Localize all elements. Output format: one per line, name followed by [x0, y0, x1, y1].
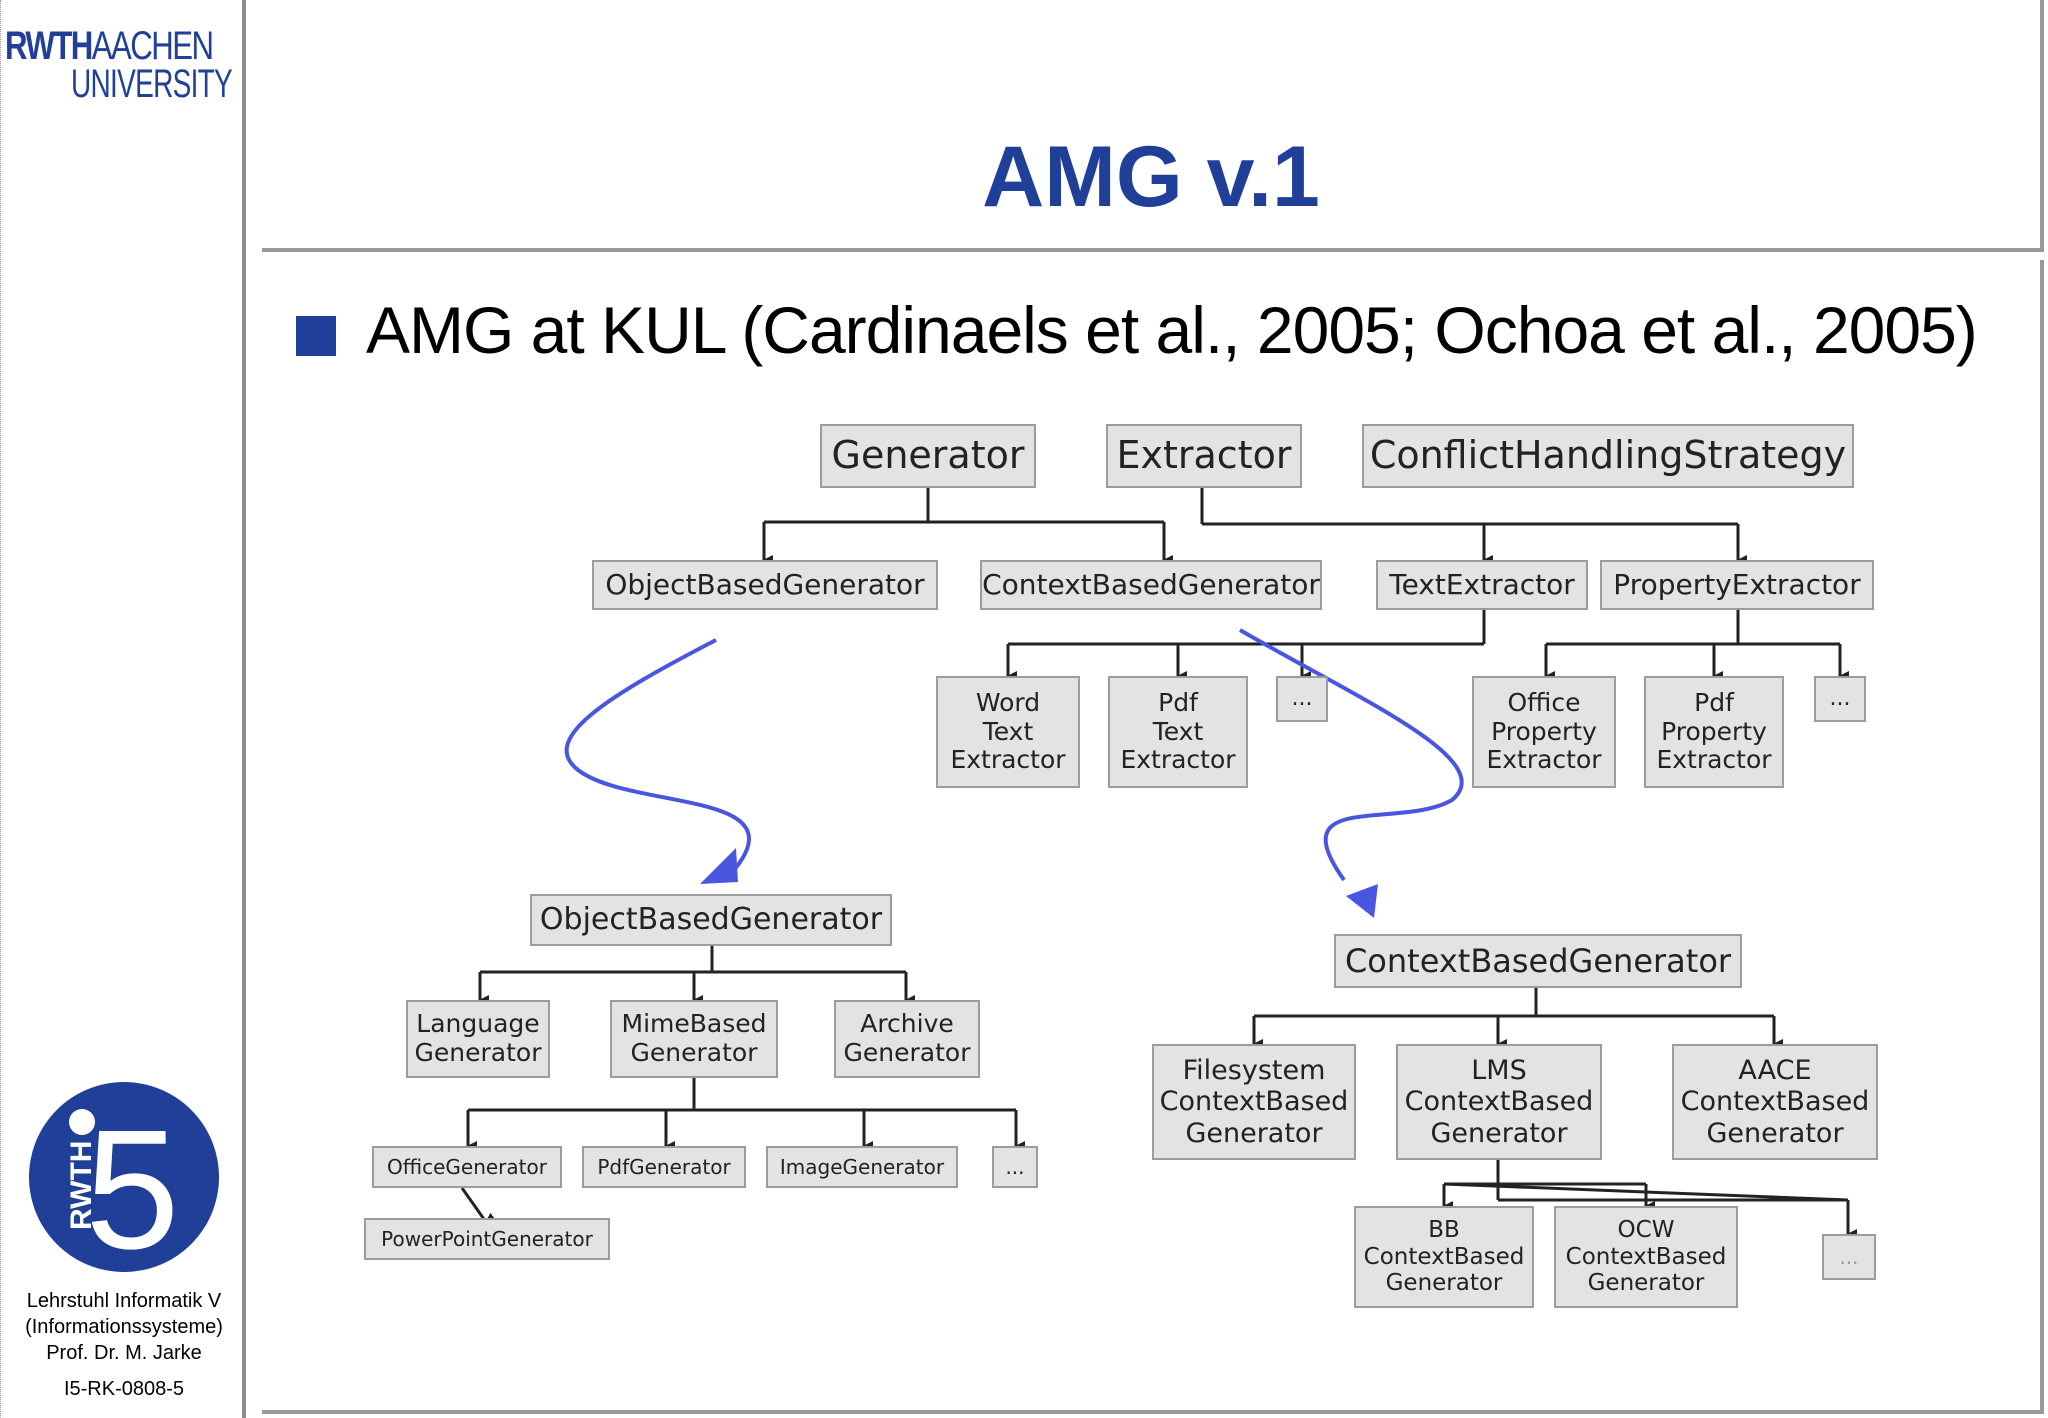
node-extractor: Extractor — [1106, 424, 1302, 488]
node-archive-generator: Archive Generator — [834, 1000, 980, 1078]
node-ocw-generator: OCW ContextBased Generator — [1554, 1206, 1738, 1308]
refinement-arrows — [564, 628, 1464, 918]
node-image-generator: ImageGenerator — [766, 1146, 958, 1188]
node-lms-generator-more: ... — [1822, 1234, 1876, 1280]
node-mime-generator-more: ... — [992, 1146, 1038, 1188]
i5-badge-icon: RWTH 5 — [29, 1082, 219, 1274]
node-object-based-generator-detail: ObjectBasedGenerator — [530, 894, 892, 946]
rwth-logo: RWTHAACHEN UNIVERSITY — [5, 26, 241, 106]
badge-label: RWTH — [65, 1141, 98, 1230]
content-panel — [262, 260, 2044, 1414]
node-text-extractor-more: ... — [1276, 676, 1328, 722]
bullet-square — [296, 316, 336, 356]
page-title: AMG v.1 — [982, 129, 1320, 225]
node-office-generator: OfficeGenerator — [372, 1146, 562, 1188]
node-pdf-generator: PdfGenerator — [582, 1146, 746, 1188]
arrow-head-icon — [700, 848, 738, 884]
node-lms-generator: LMS ContextBased Generator — [1396, 1044, 1602, 1160]
bullet-text: AMG at KUL (Cardinaels et al., 2005; Och… — [366, 293, 1978, 367]
node-pdf-text-extractor: Pdf Text Extractor — [1108, 676, 1248, 788]
tree-lines — [460, 488, 1848, 1234]
footer-line1: Lehrstuhl Informatik V — [26, 1290, 222, 1312]
node-context-based-generator: ContextBasedGenerator — [980, 560, 1322, 610]
node-mime-based-generator: MimeBased Generator — [610, 1000, 778, 1078]
node-text-extractor: TextExtractor — [1376, 560, 1588, 610]
footer-code: I5-RK-0808-5 — [63, 1378, 185, 1400]
logo-line1: RWTHAACHEN — [5, 24, 214, 68]
node-filesystem-generator: Filesystem ContextBased Generator — [1152, 1044, 1356, 1160]
logo-line2: UNIVERSITY — [71, 62, 233, 106]
node-powerpoint-generator: PowerPointGenerator — [364, 1218, 610, 1260]
node-bb-generator: BB ContextBased Generator — [1354, 1206, 1534, 1308]
node-aace-generator: AACE ContextBased Generator — [1672, 1044, 1878, 1160]
badge-number: 5 — [85, 1095, 180, 1274]
node-word-text-extractor: Word Text Extractor — [936, 676, 1080, 788]
node-property-extractor-more: ... — [1814, 676, 1866, 722]
node-context-based-generator-detail: ContextBasedGenerator — [1334, 934, 1742, 988]
arrow-head-icon — [1346, 884, 1378, 918]
node-language-generator: Language Generator — [406, 1000, 550, 1078]
node-pdf-property-extractor: Pdf Property Extractor — [1644, 676, 1784, 788]
node-generator: Generator — [820, 424, 1036, 488]
node-office-property-extractor: Office Property Extractor — [1472, 676, 1616, 788]
node-property-extractor: PropertyExtractor — [1600, 560, 1874, 610]
footer-line3: Prof. Dr. M. Jarke — [46, 1342, 202, 1364]
footer-line2: (Informationssysteme) — [25, 1316, 223, 1338]
node-object-based-generator: ObjectBasedGenerator — [592, 560, 938, 610]
node-conflict-strategy: ConflictHandlingStrategy — [1362, 424, 1854, 488]
sidebar: RWTHAACHEN UNIVERSITY RWTH 5 Lehrstuhl I… — [0, 0, 246, 1418]
title-panel: AMG v.1 — [262, 0, 2044, 252]
